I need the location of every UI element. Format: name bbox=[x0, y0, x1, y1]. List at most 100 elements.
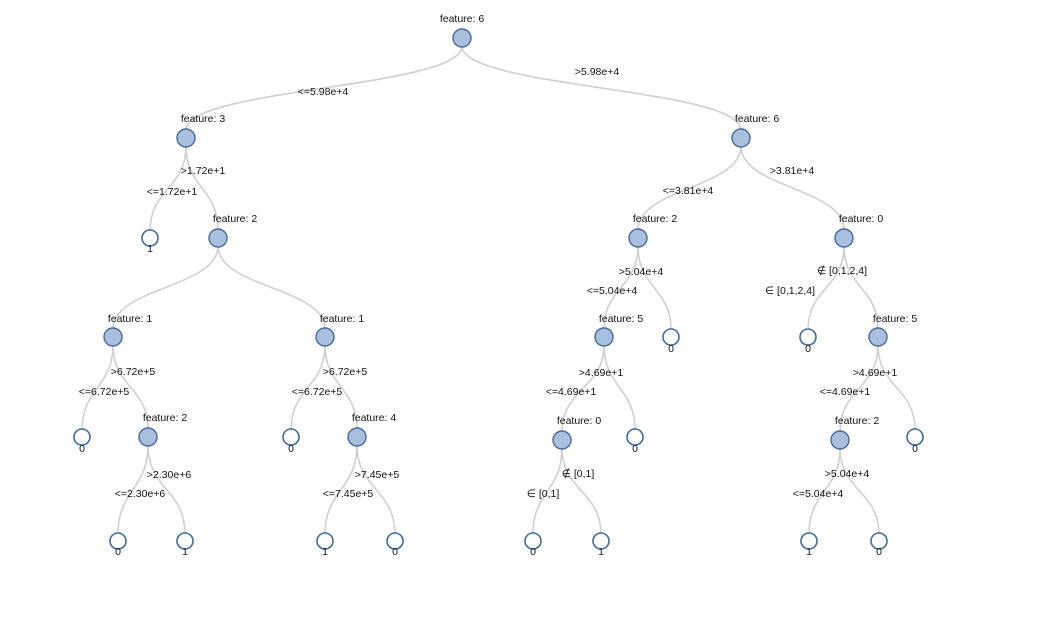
tree-node-leaf[interactable] bbox=[906, 428, 924, 446]
tree-edge bbox=[112, 245, 219, 330]
tree-node-leaf[interactable] bbox=[524, 532, 542, 550]
tree-node-internal[interactable] bbox=[315, 327, 335, 347]
tree-node-leaf[interactable] bbox=[870, 532, 888, 550]
tree-node-internal[interactable] bbox=[138, 427, 158, 447]
tree-edge bbox=[808, 447, 841, 535]
edge-label: <=5.98e+4 bbox=[297, 85, 349, 98]
edge-label: <=6.72e+5 bbox=[291, 385, 343, 398]
tree-edge bbox=[561, 344, 605, 433]
edge-label: >6.72e+5 bbox=[110, 365, 156, 378]
tree-edge bbox=[290, 344, 326, 431]
tree-edge bbox=[843, 245, 879, 330]
node-feature-label: feature: 3 bbox=[180, 112, 226, 125]
tree-node-internal[interactable] bbox=[347, 427, 367, 447]
edge-label: >5.98e+4 bbox=[574, 65, 620, 78]
tree-edge bbox=[185, 45, 463, 131]
tree-edge bbox=[149, 145, 187, 232]
node-class-label: 0 bbox=[805, 342, 811, 355]
tree-node-internal[interactable] bbox=[830, 430, 850, 450]
tree-node-internal[interactable] bbox=[628, 228, 648, 248]
edge-label: >5.04e+4 bbox=[824, 467, 870, 480]
tree-edge bbox=[185, 145, 219, 231]
tree-node-internal[interactable] bbox=[868, 327, 888, 347]
tree-node-leaf[interactable] bbox=[141, 229, 159, 247]
tree-edge bbox=[637, 245, 672, 331]
tree-edge bbox=[532, 447, 563, 535]
tree-nodes-layer bbox=[73, 28, 924, 550]
node-class-label: 0 bbox=[632, 442, 638, 455]
tree-node-leaf[interactable] bbox=[592, 532, 610, 550]
tree-node-internal[interactable] bbox=[103, 327, 123, 347]
node-feature-label: feature: 6 bbox=[734, 112, 780, 125]
tree-node-leaf[interactable] bbox=[282, 428, 300, 446]
node-feature-label: feature: 5 bbox=[598, 312, 644, 325]
node-feature-label: feature: 5 bbox=[872, 312, 918, 325]
tree-node-leaf[interactable] bbox=[176, 532, 194, 550]
tree-edge bbox=[217, 245, 326, 330]
tree-edge bbox=[461, 45, 742, 131]
node-feature-label: feature: 0 bbox=[838, 212, 884, 225]
tree-node-internal[interactable] bbox=[176, 128, 196, 148]
tree-edges-layer bbox=[81, 45, 916, 535]
edge-label: >7.45e+5 bbox=[354, 468, 400, 481]
edge-label: >4.69e+1 bbox=[852, 366, 898, 379]
edge-label: >6.72e+5 bbox=[322, 365, 368, 378]
edge-label: <=3.81e+4 bbox=[662, 184, 714, 197]
tree-node-leaf[interactable] bbox=[662, 328, 680, 346]
tree-edge bbox=[603, 245, 639, 330]
edge-label: <=7.45e+5 bbox=[322, 487, 374, 500]
tree-node-leaf[interactable] bbox=[800, 532, 818, 550]
edge-label: >1.72e+1 bbox=[180, 164, 226, 177]
edge-label: <=5.04e+4 bbox=[792, 487, 844, 500]
node-class-label: 1 bbox=[598, 545, 604, 558]
node-class-label: 1 bbox=[147, 242, 153, 255]
edge-label: <=4.69e+1 bbox=[545, 385, 597, 398]
tree-node-internal[interactable] bbox=[594, 327, 614, 347]
tree-node-internal[interactable] bbox=[731, 128, 751, 148]
tree-edge bbox=[561, 447, 602, 535]
edge-label: <=6.72e+5 bbox=[78, 385, 130, 398]
node-class-label: 0 bbox=[392, 545, 398, 558]
edge-label: ∉ [0,1,2,4] bbox=[816, 264, 868, 277]
tree-node-leaf[interactable] bbox=[73, 428, 91, 446]
edge-label: <=2.30e+6 bbox=[114, 487, 166, 500]
node-feature-label: feature: 2 bbox=[632, 212, 678, 225]
node-class-label: 0 bbox=[668, 342, 674, 355]
tree-edge bbox=[324, 444, 358, 535]
tree-node-leaf[interactable] bbox=[386, 532, 404, 550]
tree-edge bbox=[839, 344, 879, 433]
tree-node-leaf[interactable] bbox=[799, 328, 817, 346]
tree-node-internal[interactable] bbox=[208, 228, 228, 248]
node-feature-label: feature: 2 bbox=[834, 414, 880, 427]
tree-edge bbox=[81, 344, 114, 431]
tree-node-internal[interactable] bbox=[834, 228, 854, 248]
tree-node-leaf[interactable] bbox=[109, 532, 127, 550]
node-class-label: 0 bbox=[288, 442, 294, 455]
tree-node-internal[interactable] bbox=[452, 28, 472, 48]
node-class-label: 0 bbox=[115, 545, 121, 558]
edge-label: ∉ [0,1] bbox=[561, 467, 595, 480]
tree-edge bbox=[112, 344, 149, 430]
edge-label: <=1.72e+1 bbox=[146, 185, 198, 198]
node-feature-label: feature: 1 bbox=[319, 312, 365, 325]
node-feature-label: feature: 2 bbox=[212, 212, 258, 225]
node-feature-label: feature: 0 bbox=[556, 414, 602, 427]
edge-label: >4.69e+1 bbox=[578, 366, 624, 379]
tree-node-leaf[interactable] bbox=[316, 532, 334, 550]
node-class-label: 0 bbox=[912, 442, 918, 455]
node-class-label: 1 bbox=[806, 545, 812, 558]
tree-edge bbox=[117, 444, 149, 535]
tree-node-internal[interactable] bbox=[552, 430, 572, 450]
tree-edge bbox=[740, 145, 845, 231]
tree-edge bbox=[877, 344, 916, 431]
tree-node-leaf[interactable] bbox=[626, 428, 644, 446]
edge-label: ∈ [0,1,2,4] bbox=[764, 284, 816, 297]
tree-edge bbox=[637, 145, 742, 231]
edge-label: <=5.04e+4 bbox=[586, 284, 638, 297]
node-class-label: 0 bbox=[530, 545, 536, 558]
node-feature-label: feature: 6 bbox=[439, 12, 485, 25]
edge-label: >3.81e+4 bbox=[769, 164, 815, 177]
tree-edge bbox=[603, 344, 636, 431]
